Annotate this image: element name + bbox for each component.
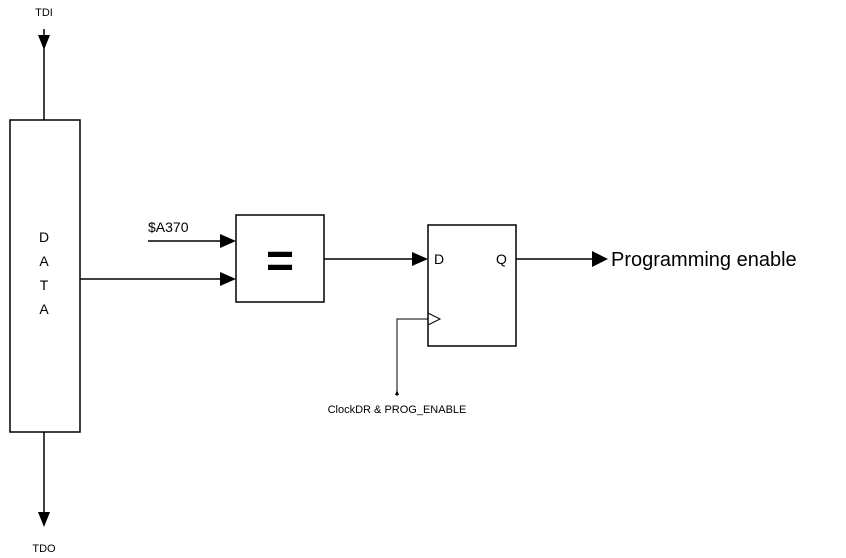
tdi-label: TDI xyxy=(35,7,53,19)
tdo-arrow xyxy=(38,432,50,527)
d-flip-flop xyxy=(427,224,517,347)
constant-arrow xyxy=(148,234,236,248)
comparator xyxy=(235,214,325,303)
comparator-to-d-arrow xyxy=(324,252,428,266)
data-letter-t: T xyxy=(40,277,49,293)
tdo-label: TDO xyxy=(32,543,56,555)
constant-label: $A370 xyxy=(148,219,189,235)
data-to-comparator-arrow xyxy=(80,272,236,286)
clock-line xyxy=(395,318,428,396)
tdi-arrow xyxy=(38,29,50,120)
data-register xyxy=(9,119,81,433)
d-input-label: D xyxy=(434,251,444,267)
clock-label: ClockDR & PROG_ENABLE xyxy=(328,404,467,416)
programming-enable-label: Programming enable xyxy=(611,249,797,271)
clock-input-triangle xyxy=(427,312,442,326)
q-output-arrow xyxy=(516,251,608,267)
data-letter-d: D xyxy=(39,229,49,245)
data-letter-a2: A xyxy=(39,301,49,317)
equals-symbol: = xyxy=(266,235,294,288)
data-letter-a1: A xyxy=(39,253,49,269)
q-output-label: Q xyxy=(496,251,507,267)
